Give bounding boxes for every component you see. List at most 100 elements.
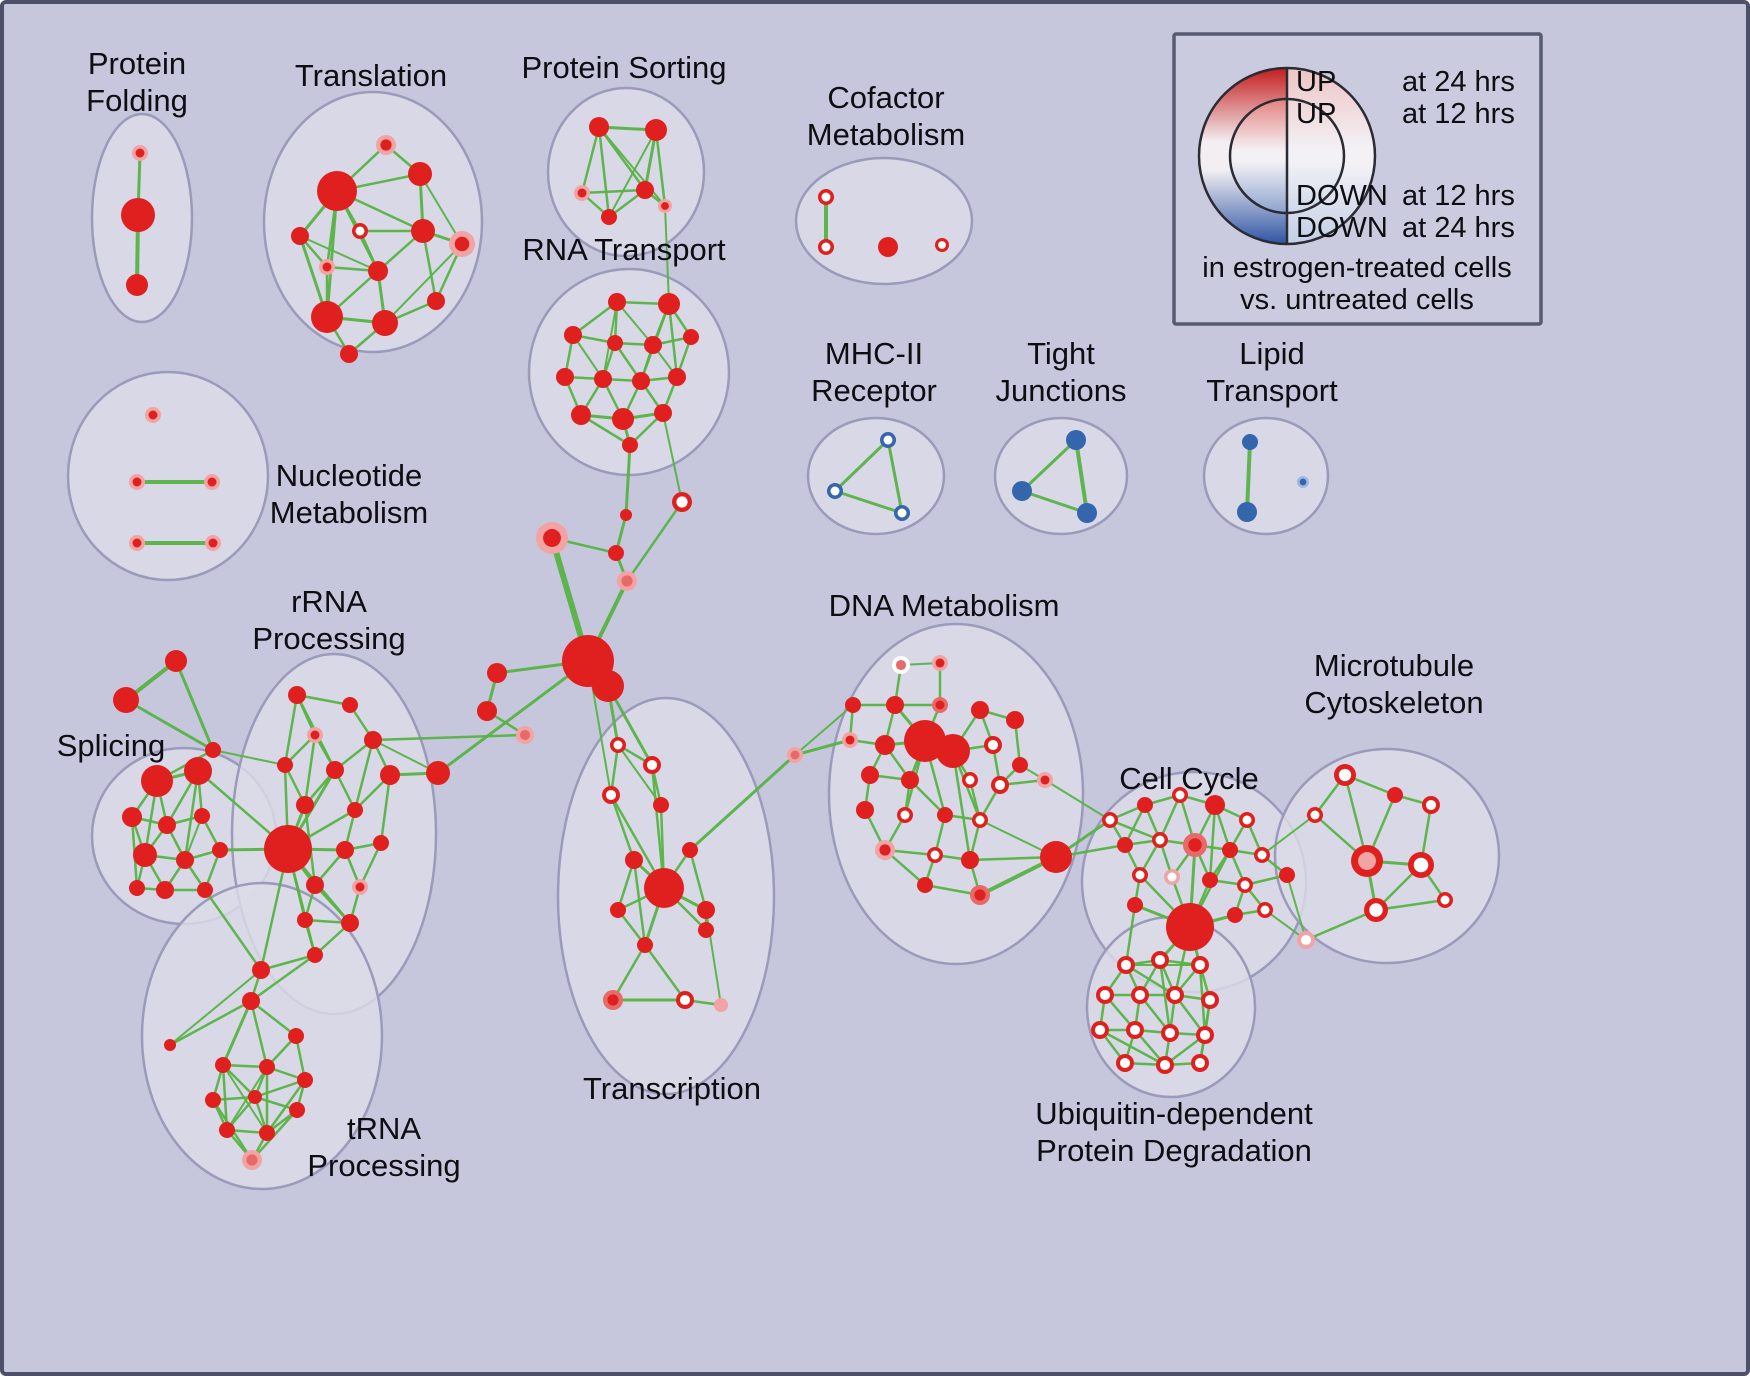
network-node[interactable] [1202, 872, 1218, 888]
network-node[interactable] [1408, 852, 1434, 878]
network-node[interactable] [637, 937, 653, 953]
network-node[interactable] [277, 757, 293, 773]
network-node[interactable] [1237, 877, 1253, 893]
network-node[interactable] [875, 735, 895, 755]
network-node[interactable] [317, 171, 357, 211]
network-node[interactable] [1117, 837, 1133, 853]
network-node[interactable] [961, 851, 979, 869]
network-node[interactable] [610, 737, 626, 753]
network-node[interactable] [376, 135, 396, 155]
network-node[interactable] [1437, 892, 1453, 908]
network-node[interactable] [341, 914, 359, 932]
network-node[interactable] [194, 808, 210, 824]
network-node[interactable] [672, 492, 692, 512]
network-node[interactable] [601, 209, 617, 225]
network-node[interactable] [904, 720, 946, 762]
network-node[interactable] [291, 227, 309, 245]
network-node[interactable] [892, 656, 910, 674]
network-node[interactable] [288, 686, 306, 704]
network-node[interactable] [1131, 986, 1149, 1004]
network-node[interactable] [625, 851, 643, 869]
network-node[interactable] [818, 189, 834, 205]
network-node[interactable] [571, 405, 591, 425]
network-node[interactable] [937, 807, 953, 823]
network-node[interactable] [426, 761, 450, 785]
network-node[interactable] [827, 483, 843, 499]
network-node[interactable] [158, 816, 176, 834]
network-node[interactable] [1237, 502, 1257, 522]
network-node[interactable] [897, 807, 913, 823]
network-node[interactable] [1166, 986, 1184, 1004]
network-node[interactable] [347, 802, 363, 818]
network-node[interactable] [612, 408, 634, 430]
network-node[interactable] [336, 841, 354, 859]
network-node[interactable] [427, 292, 445, 310]
network-node[interactable] [1307, 807, 1323, 823]
network-node[interactable] [972, 812, 988, 828]
network-node[interactable] [1239, 812, 1255, 828]
network-node[interactable] [259, 1059, 275, 1075]
network-node[interactable] [197, 882, 213, 898]
network-node[interactable] [215, 1057, 231, 1073]
network-node[interactable] [984, 736, 1002, 754]
network-node[interactable] [935, 238, 949, 252]
network-node[interactable] [668, 368, 686, 386]
network-node[interactable] [1037, 772, 1053, 788]
network-node[interactable] [1117, 956, 1135, 974]
network-node[interactable] [132, 145, 148, 161]
network-node[interactable] [1205, 795, 1225, 815]
network-node[interactable] [607, 335, 623, 351]
network-node[interactable] [932, 697, 948, 713]
network-node[interactable] [894, 505, 910, 521]
network-node[interactable] [1126, 1021, 1144, 1039]
network-node[interactable] [644, 868, 684, 908]
network-node[interactable] [845, 697, 861, 713]
network-node[interactable] [164, 1039, 176, 1051]
network-node[interactable] [1066, 430, 1086, 450]
network-node[interactable] [1091, 1021, 1109, 1039]
network-node[interactable] [248, 1090, 262, 1104]
network-node[interactable] [184, 757, 212, 785]
network-node[interactable] [368, 261, 388, 281]
network-node[interactable] [818, 239, 834, 255]
network-node[interactable] [129, 535, 145, 551]
network-node[interactable] [205, 535, 221, 551]
network-node[interactable] [880, 432, 896, 448]
network-node[interactable] [364, 731, 382, 749]
network-node[interactable] [932, 655, 948, 671]
network-node[interactable] [927, 847, 943, 863]
network-node[interactable] [636, 181, 654, 199]
network-node[interactable] [683, 329, 699, 345]
network-node[interactable] [264, 825, 312, 873]
network-node[interactable] [603, 990, 623, 1010]
network-node[interactable] [901, 771, 919, 789]
network-node[interactable] [861, 766, 879, 784]
network-node[interactable] [682, 842, 698, 858]
network-node[interactable] [632, 372, 650, 390]
network-node[interactable] [886, 696, 904, 714]
network-node[interactable] [121, 198, 155, 232]
network-node[interactable] [1254, 847, 1270, 863]
network-node[interactable] [289, 1102, 305, 1118]
network-node[interactable] [1183, 833, 1207, 857]
network-node[interactable] [352, 879, 368, 895]
network-node[interactable] [1164, 869, 1180, 885]
network-node[interactable] [697, 901, 715, 919]
network-node[interactable] [319, 259, 335, 275]
network-node[interactable] [617, 571, 637, 591]
network-node[interactable] [1191, 956, 1209, 974]
network-node[interactable] [449, 231, 475, 257]
network-node[interactable] [1334, 764, 1356, 786]
network-node[interactable] [644, 336, 662, 354]
network-node[interactable] [311, 301, 343, 333]
network-node[interactable] [411, 219, 435, 243]
network-node[interactable] [1387, 787, 1403, 803]
network-node[interactable] [653, 797, 669, 813]
network-node[interactable] [307, 727, 323, 743]
network-node[interactable] [589, 117, 609, 137]
network-node[interactable] [242, 1150, 262, 1170]
network-node[interactable] [477, 701, 497, 721]
network-node[interactable] [654, 404, 672, 422]
network-node[interactable] [971, 701, 989, 719]
network-node[interactable] [306, 876, 324, 894]
